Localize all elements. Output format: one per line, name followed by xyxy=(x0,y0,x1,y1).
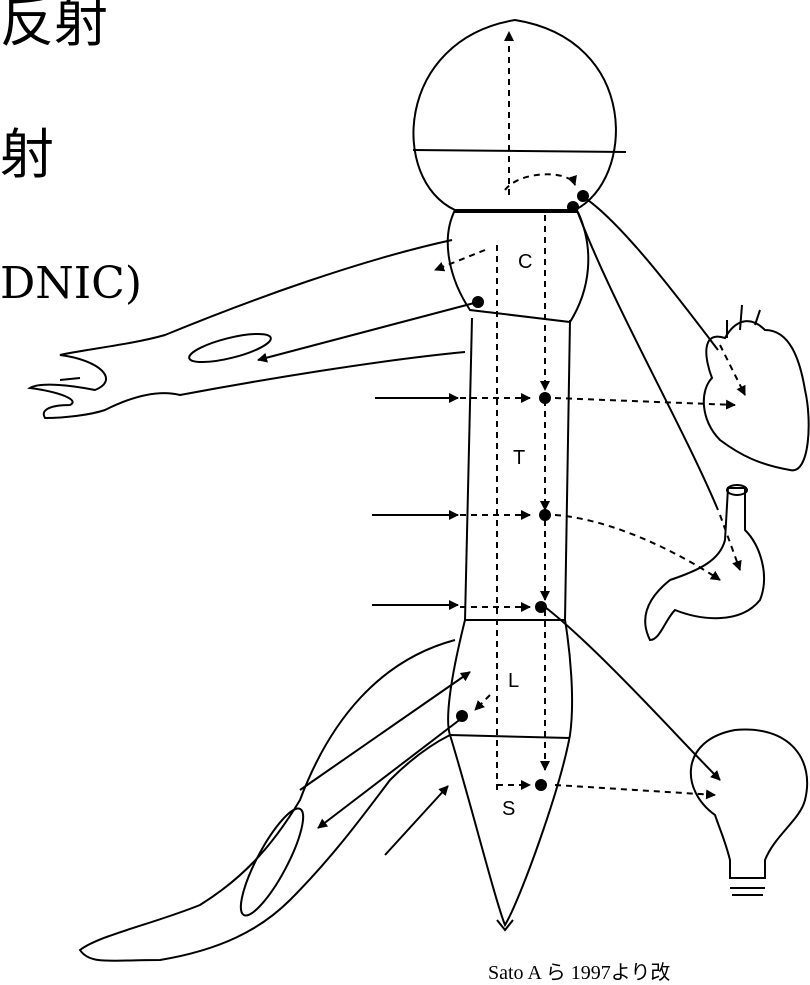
spinal-column-outline xyxy=(448,318,572,925)
stomach-outline xyxy=(645,488,764,640)
arm-muscle xyxy=(187,328,273,368)
segment-label-t: T xyxy=(513,447,525,469)
heart-outline xyxy=(704,321,809,470)
segment-label-l: L xyxy=(508,670,519,692)
segment-label-c: C xyxy=(518,251,532,273)
neuron-dots xyxy=(456,190,589,791)
head-divider xyxy=(413,150,626,152)
source-citation: Sato A ら 1997より改 xyxy=(488,956,670,985)
leg-outline xyxy=(80,640,455,961)
bladder-outline xyxy=(691,730,807,878)
arm-outline xyxy=(30,240,465,418)
segment-label-s: S xyxy=(502,798,515,820)
leg-muscle xyxy=(231,802,314,922)
